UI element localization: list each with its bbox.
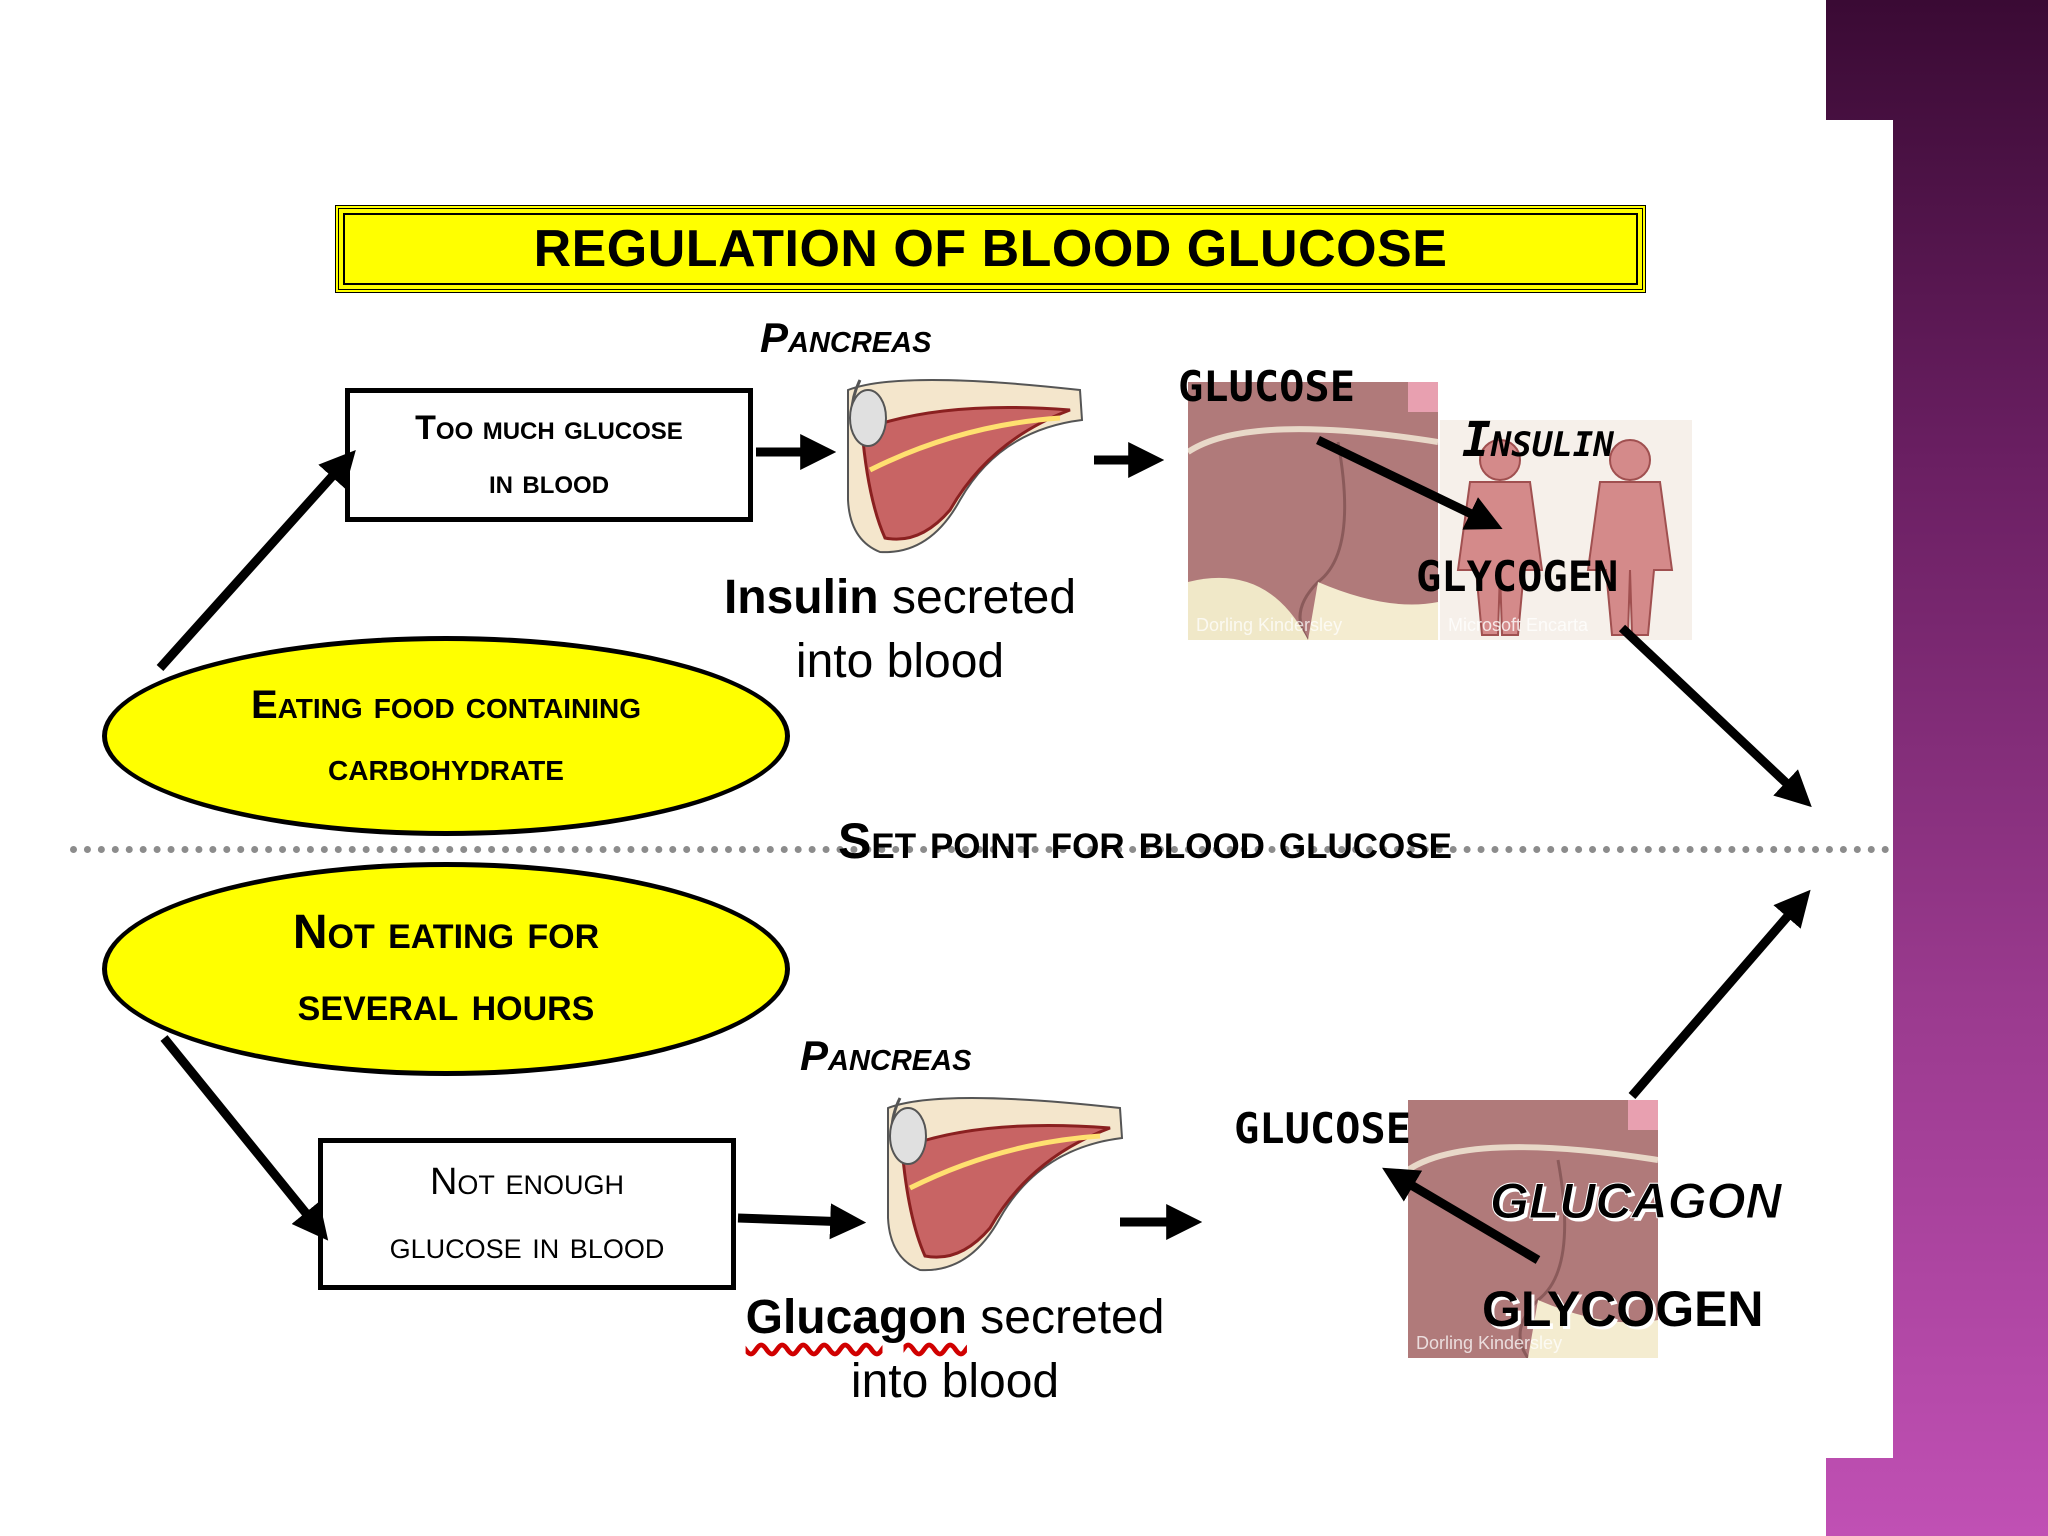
arrow-glucose-to-glycogen — [1316, 435, 1503, 530]
arrow-liver-to-setpoint — [1628, 889, 1811, 1099]
title-box: REGULATION OF BLOOD GLUCOSE — [335, 205, 1646, 293]
set-point-dotted-line — [70, 846, 1890, 853]
not-enough-glucose-box: Not enough glucose in blood — [318, 1138, 736, 1290]
pancreas-image-bottom — [887, 1097, 1124, 1272]
glycogen-label-bottom: GLYCOGEN — [1482, 1281, 1764, 1337]
pancreas-image-top — [847, 379, 1084, 554]
glucagon-secreted-rest: secreted — [966, 1291, 1165, 1344]
arrow-not-eating-to-box — [160, 1035, 329, 1241]
glucagon-secreted-text: Glucagon secreted into blood — [710, 1286, 1200, 1414]
liver-image-top: Dorling Kindersley — [1188, 382, 1438, 640]
page-title: REGULATION OF BLOOD GLUCOSE — [533, 220, 1448, 278]
too-much-glucose-box: Too much glucose in blood — [345, 388, 753, 522]
eating-food-ellipse: Eating food containing carbohydrate — [102, 636, 790, 836]
too-much-glucose-line1: Too much glucose — [415, 409, 683, 447]
arrow-box-to-pancreas-bottom — [737, 1203, 867, 1240]
eating-food-line1: Eating food containing — [250, 683, 642, 727]
insulin-secreted-line2: into blood — [795, 635, 1005, 688]
insulin-label: Insulin — [1462, 412, 1614, 468]
eating-food-line2: carbohydrate — [328, 745, 564, 789]
glucagon-label: GLUCAGON — [1490, 1173, 1783, 1230]
arrow-ellipse-to-too-much — [156, 449, 356, 672]
liver-credit-bottom: Dorling Kindersley — [1416, 1333, 1563, 1353]
liver-image-bottom: Dorling Kindersley — [1408, 1100, 1658, 1358]
glucagon-secreted-line2: into blood — [850, 1355, 1060, 1408]
glucose-label-top: GLUCOSE — [1178, 362, 1356, 411]
arrow-glycogen-to-glucose — [1382, 1167, 1541, 1264]
liver-credit-top: Dorling Kindersley — [1196, 615, 1343, 635]
insulin-word: Insulin — [723, 571, 879, 624]
pancreas-label-bottom: Pancreas — [800, 1032, 972, 1079]
muscle-credit: Microsoft Encarta — [1448, 615, 1589, 635]
not-eating-line1: Not eating for — [292, 906, 600, 959]
arrow-glycogen-to-setpoint — [1618, 624, 1812, 808]
insulin-secreted-text: Insulin secreted into blood — [690, 566, 1110, 694]
not-enough-line2: glucose in blood — [389, 1225, 665, 1267]
not-enough-line1: Not enough — [429, 1161, 624, 1203]
pancreas-label-top: Pancreas — [760, 314, 932, 361]
glycogen-label-top: GLYCOGEN — [1416, 552, 1619, 601]
glucagon-word: Glucagon — [745, 1291, 967, 1344]
not-eating-ellipse: Not eating for several hours — [102, 862, 790, 1076]
not-eating-line2: several hours — [297, 978, 595, 1031]
set-point-label: Set point for blood glucose — [838, 813, 1452, 869]
glucose-label-bottom: GLUCOSE — [1234, 1104, 1412, 1153]
insulin-secreted-rest: secreted — [878, 571, 1077, 624]
too-much-glucose-line2: in blood — [488, 463, 610, 501]
